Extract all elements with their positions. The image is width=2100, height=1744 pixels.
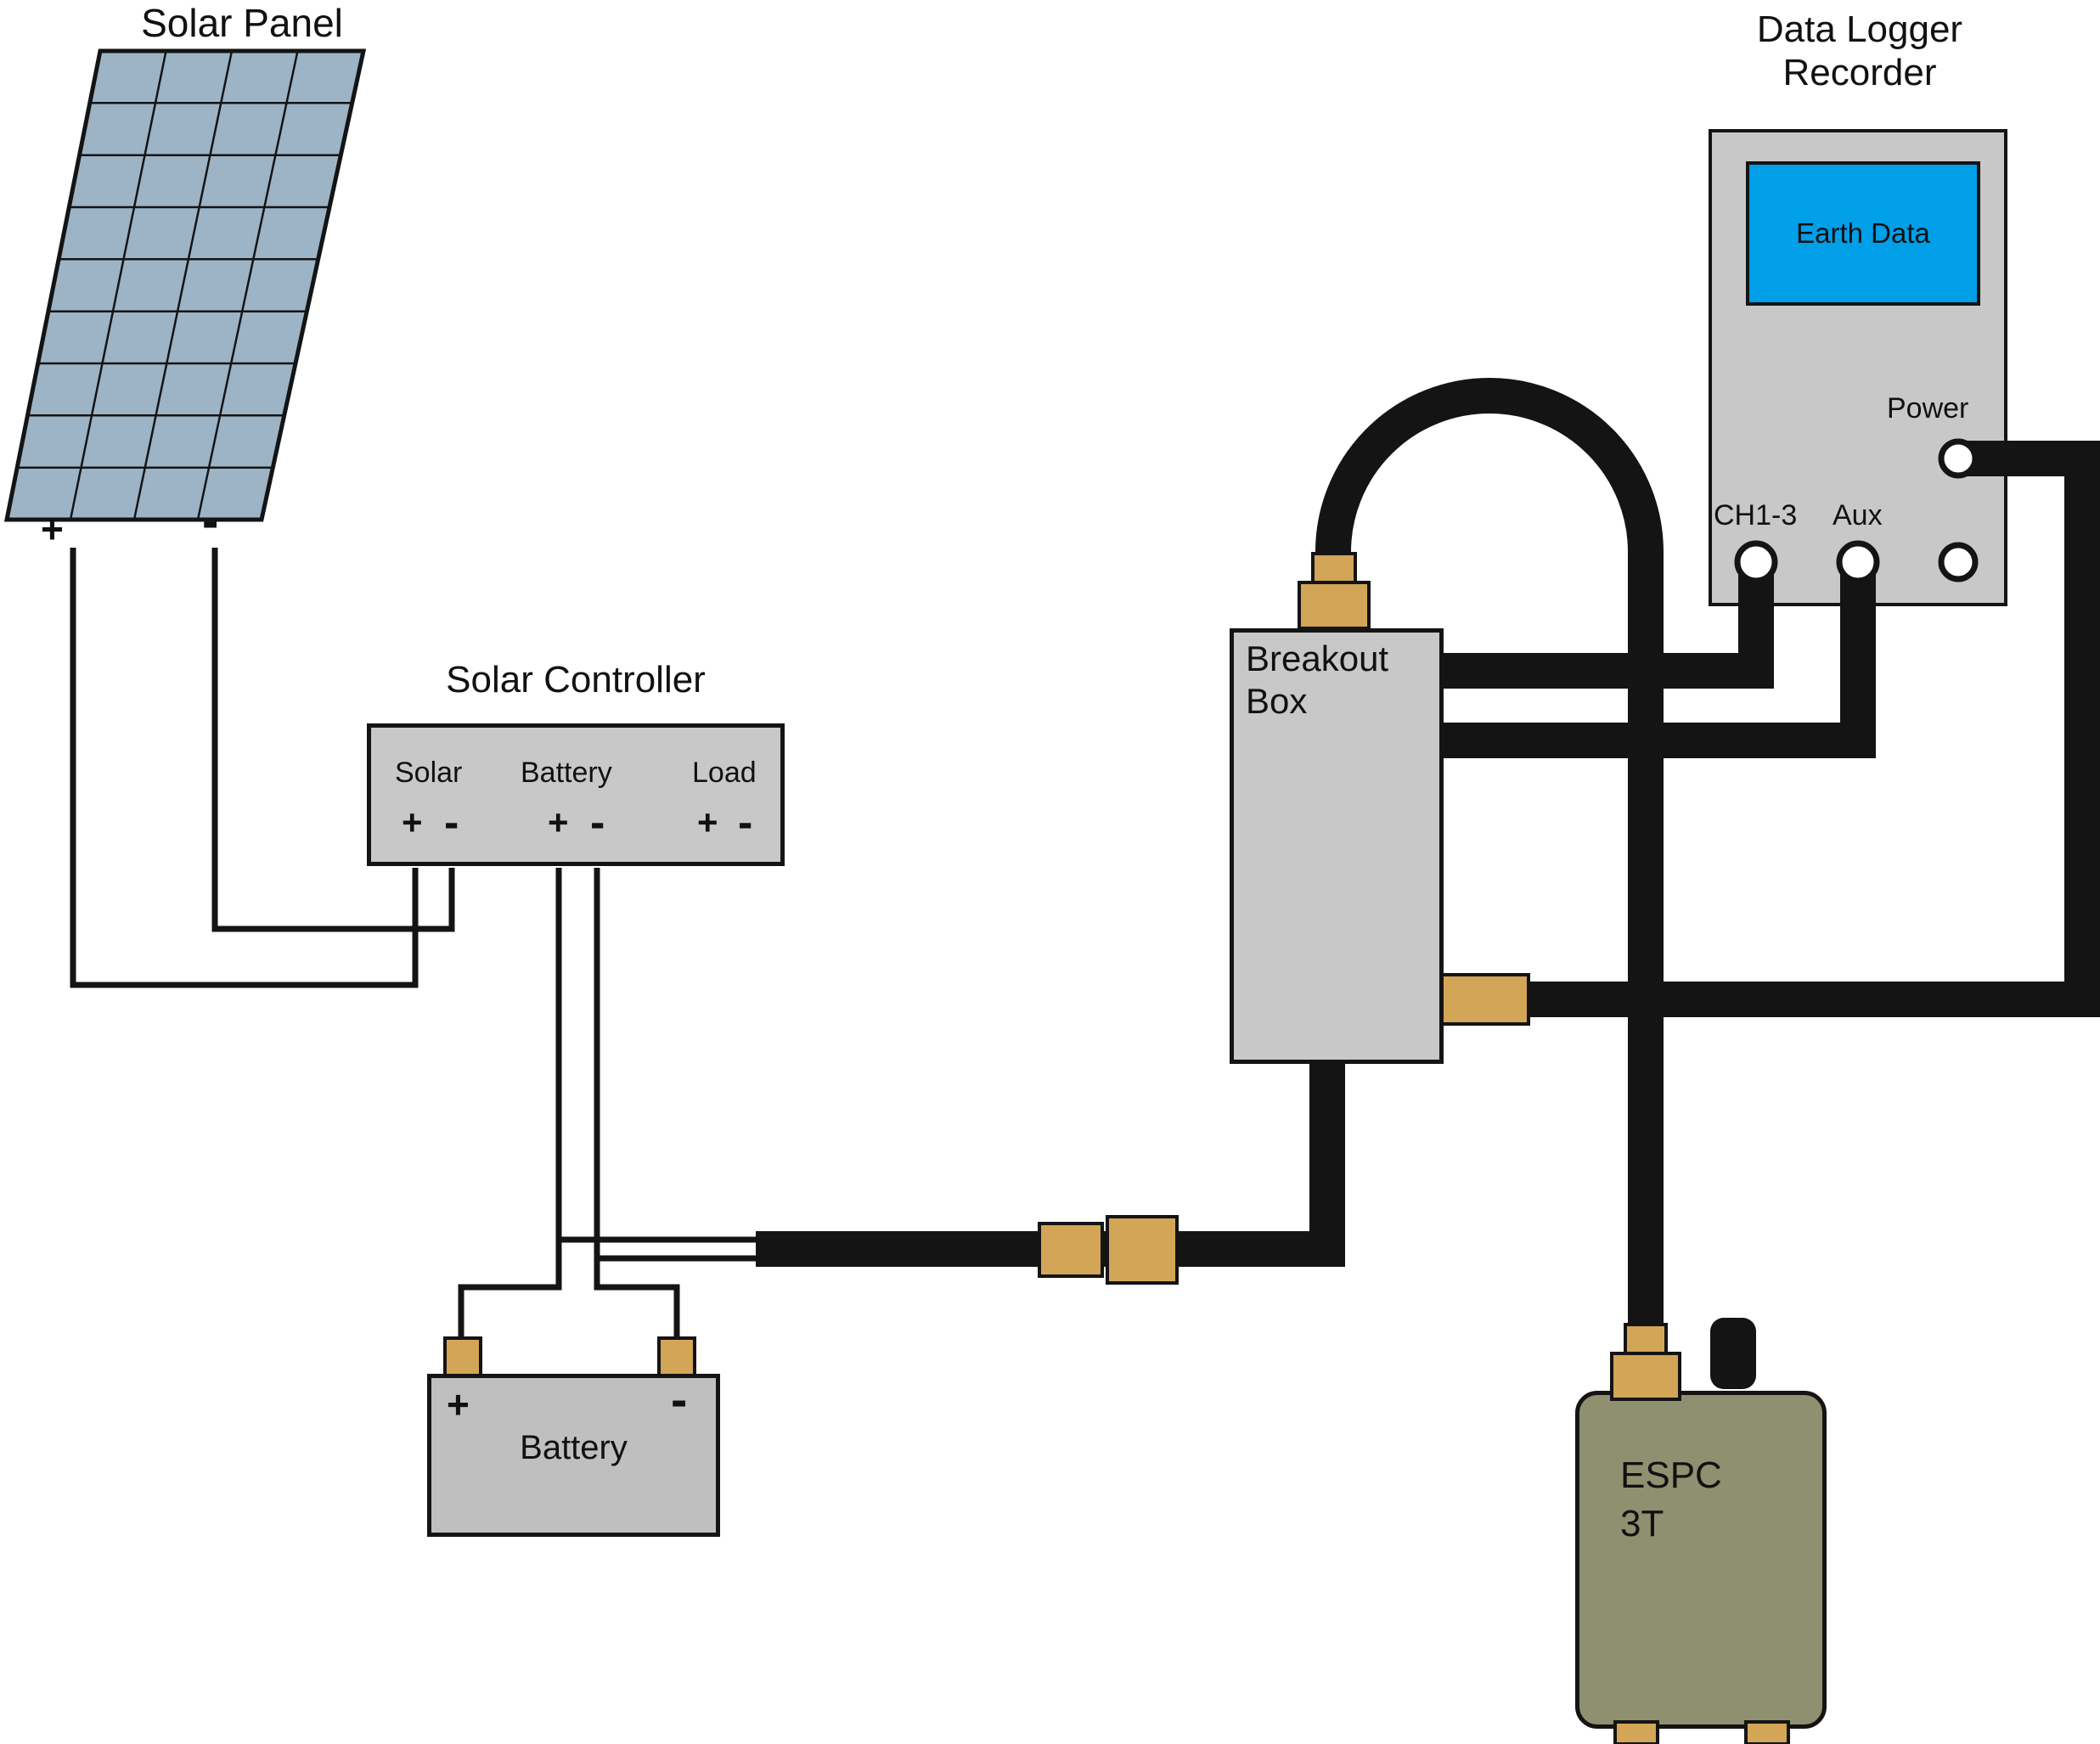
battery-name: Battery: [520, 1429, 628, 1466]
battery-minus-sign: -: [590, 798, 605, 847]
solar-plus-sign: +: [402, 802, 423, 842]
connector-espc-top-small: [1624, 1323, 1668, 1357]
breakout-box-label: Breakout Box: [1246, 638, 1388, 723]
espc-sensor-box: ESPC 3T: [1575, 1391, 1827, 1729]
power-label: Power: [1887, 392, 1969, 425]
espc-label-line1: ESPC: [1620, 1454, 1722, 1496]
solar-panel-grid: [17, 50, 352, 520]
load-plus-sign: +: [697, 802, 718, 842]
espc-cap: [1710, 1318, 1756, 1389]
battery-plus-sign: +: [548, 802, 569, 842]
solar-minus-sign: -: [444, 798, 459, 847]
data-logger-title-line2: Recorder: [1782, 51, 1937, 93]
espc-label: ESPC 3T: [1620, 1451, 1722, 1548]
connector-inline-right: [1106, 1215, 1179, 1285]
wire-battery-negative: [594, 868, 680, 1347]
battery-box: + - Battery: [427, 1372, 720, 1537]
solar-panel-title: Solar Panel: [141, 1, 343, 45]
terminal-label-battery: Battery: [521, 757, 612, 789]
terminal-label-solar: Solar: [395, 757, 463, 789]
data-logger-screen: Earth Data: [1746, 161, 1980, 306]
solar-panel-outline: [3, 48, 367, 522]
connector-inline-left: [1038, 1222, 1104, 1278]
breakout-box-label-line1: Breakout: [1246, 639, 1389, 678]
connector-battery-positive-terminal: [443, 1336, 482, 1377]
solar-panel-plus: +: [41, 507, 64, 551]
solar-controller-title: Solar Controller: [446, 659, 706, 700]
solar-panel-shape: [3, 48, 367, 522]
espc-label-line2: 3T: [1620, 1503, 1664, 1545]
wire-battery-positive: [458, 868, 562, 1347]
screen-label: Earth Data: [1796, 217, 1930, 249]
data-logger-title-line1: Data Logger: [1756, 8, 1963, 50]
solar-panel-minus: -: [202, 493, 219, 549]
connector-breakout-top-large: [1298, 581, 1371, 630]
battery-plus-terminal-label: +: [447, 1382, 470, 1426]
connector-battery-negative-terminal: [657, 1336, 696, 1377]
data-logger-title: Data Logger Recorder: [1690, 8, 2030, 94]
terminal-label-load: Load: [692, 757, 757, 789]
load-minus-sign: -: [738, 798, 753, 847]
breakout-box: Breakout Box: [1230, 628, 1444, 1064]
connector-breakout-top-small: [1311, 552, 1357, 586]
aux-label: Aux: [1833, 499, 1883, 532]
connector-breakout-right: [1440, 973, 1530, 1026]
breakout-box-label-line2: Box: [1246, 681, 1308, 722]
wire-panel-positive: [70, 548, 419, 988]
battery-minus-terminal-label: -: [671, 1372, 688, 1427]
ch13-label: CH1-3: [1714, 499, 1798, 532]
data-logger-box: Earth Data Power CH1-3 Aux: [1709, 129, 2007, 606]
cable-power-feed-to-breakout: [756, 1064, 1345, 1267]
solar-controller-box: Solar Battery Load + - + - + -: [367, 723, 785, 866]
